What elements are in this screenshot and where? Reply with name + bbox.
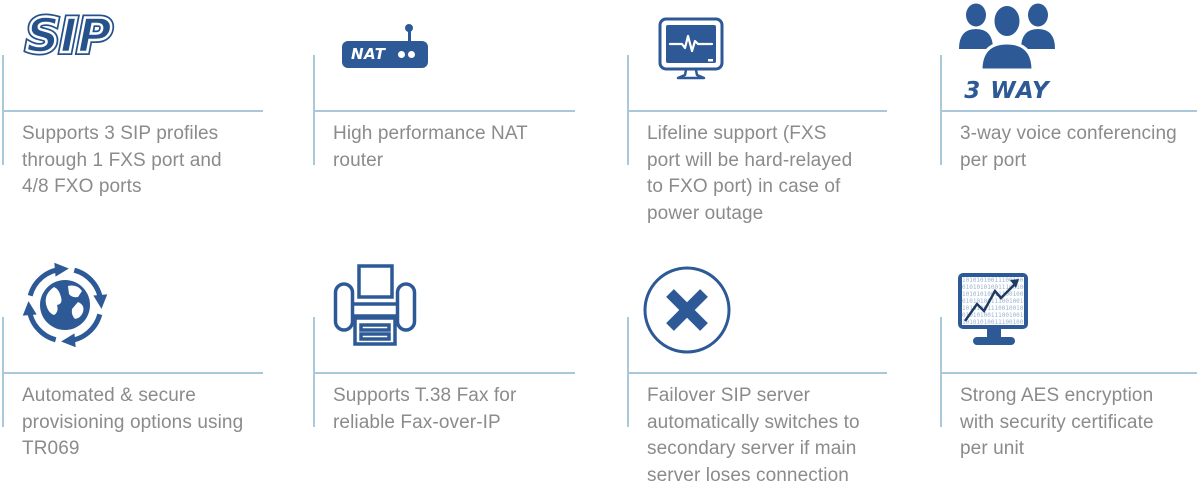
monitor-base <box>973 337 1015 345</box>
three-way-conference-icon: 3 WAY <box>957 2 1057 104</box>
router-led <box>398 51 405 58</box>
monitor-neck <box>987 329 1001 337</box>
lifeline-monitor-icon <box>658 17 724 80</box>
horizontal-rule <box>2 110 263 112</box>
horizontal-rule <box>2 372 263 374</box>
router-body: NAT <box>342 41 428 68</box>
feature-card-provisioning: Automated & secure provisioning options … <box>2 240 263 470</box>
horizontal-rule <box>313 110 575 112</box>
horizontal-rule <box>940 372 1197 374</box>
sip-logo-text-overlay: SIP <box>25 9 113 64</box>
feature-text: Failover SIP server automatically switch… <box>647 385 860 486</box>
feature-card-encryption: 101010100111001001010010 010101010011100… <box>940 240 1197 470</box>
feature-card-failover: Failover SIP server automatically switch… <box>627 240 887 486</box>
horizontal-rule <box>940 110 1197 112</box>
horizontal-rule <box>627 110 887 112</box>
trend-line-glyph <box>963 279 1019 322</box>
monitor-frame: 101010100111001001010010 010101010011100… <box>958 273 1028 329</box>
fax-printer-icon <box>333 264 417 346</box>
three-way-label: 3 WAY <box>964 78 1050 104</box>
globe-sync-icon <box>22 262 108 348</box>
feature-card-three-way: 3 WAY 3-way voice conferencing per port <box>940 0 1197 230</box>
feature-text: Supports 3 SIP profiles through 1 FXS po… <box>22 123 222 197</box>
nat-router-icon: NAT <box>342 24 428 70</box>
feature-text: Strong AES encryption with security cert… <box>960 385 1154 459</box>
feature-card-fax: Supports T.38 Fax for reliable Fax-over-… <box>313 240 575 470</box>
encryption-monitor-icon: 101010100111001001010010 010101010011100… <box>958 273 1030 345</box>
feature-card-nat: NAT High performance NAT router <box>313 0 575 230</box>
horizontal-rule <box>627 372 887 374</box>
feature-text: 3-way voice conferencing per port <box>960 123 1177 171</box>
antenna-stick <box>408 30 411 42</box>
feature-text: Automated & secure provisioning options … <box>22 385 244 459</box>
failover-x-icon <box>643 266 731 354</box>
sip-logo-text: SIP <box>23 9 115 64</box>
feature-card-lifeline: Lifeline support (FXS port will be hard-… <box>627 0 887 230</box>
monitor-screen: 101010100111001001010010 010101010011100… <box>962 277 1024 325</box>
feature-text: Supports T.38 Fax for reliable Fax-over-… <box>333 385 517 433</box>
feature-text: Lifeline support (FXS port will be hard-… <box>647 123 853 224</box>
antenna-dot <box>405 24 413 32</box>
feature-text: High performance NAT router <box>333 123 528 171</box>
nat-label: NAT <box>351 45 386 63</box>
router-led <box>408 51 415 58</box>
horizontal-rule <box>313 372 575 374</box>
people-group-glyph <box>959 3 1055 72</box>
